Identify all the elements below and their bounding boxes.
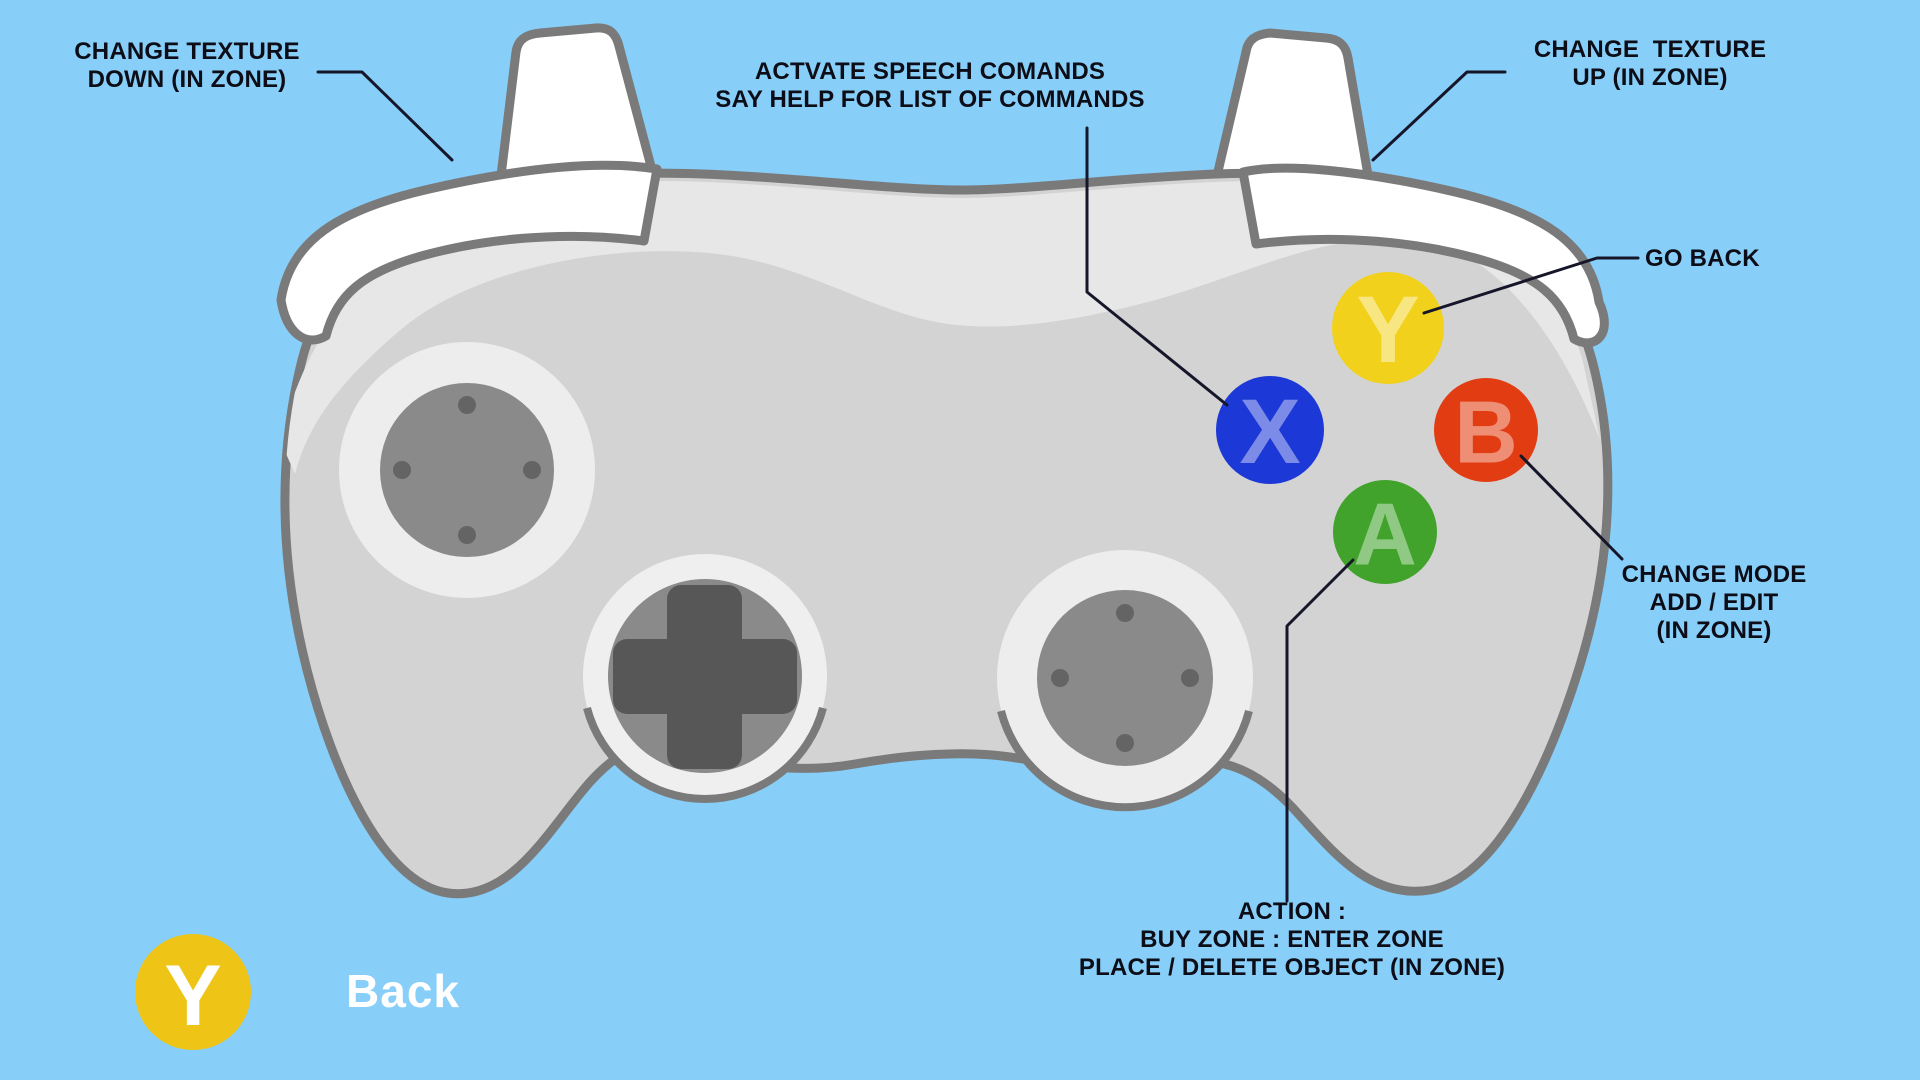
button-b-letter: B [1454, 383, 1518, 482]
dpad[interactable] [583, 554, 827, 803]
line-action [1285, 558, 1355, 903]
label-action: ACTION : BUY ZONE : ENTER ZONE PLACE / D… [1078, 898, 1506, 981]
label-change-mode: CHANGE MODE ADD / EDIT (IN ZONE) [1621, 561, 1807, 644]
right-stick[interactable] [997, 550, 1253, 812]
left-trigger[interactable] [495, 23, 657, 189]
button-x-letter: X [1239, 381, 1300, 483]
left-bumper[interactable] [276, 160, 662, 345]
right-trigger[interactable] [1211, 28, 1373, 185]
label-change-texture-up: CHANGE TEXTURE UP (IN ZONE) [1533, 36, 1767, 91]
back-badge-letter: Y [164, 948, 221, 1044]
line-texture-up [1371, 70, 1507, 162]
button-b[interactable]: B [1434, 378, 1538, 482]
left-stick[interactable] [339, 342, 595, 598]
line-change-mode [1519, 454, 1624, 561]
right-bumper[interactable] [1238, 163, 1609, 348]
line-go-back [1422, 256, 1640, 315]
label-speech-commands: ACTVATE SPEECH COMANDS SAY HELP FOR LIST… [715, 58, 1145, 113]
button-y-letter: Y [1356, 277, 1419, 383]
line-texture-down [316, 70, 454, 162]
line-speech [1085, 126, 1229, 407]
button-a-letter: A [1353, 485, 1417, 584]
label-change-texture-down: CHANGE TEXTURE DOWN (IN ZONE) [74, 38, 300, 93]
back-badge[interactable]: Y [135, 934, 251, 1050]
button-a[interactable]: A [1333, 480, 1437, 584]
body-top-highlight [284, 181, 1600, 474]
back-hint[interactable]: Back [346, 965, 460, 1017]
button-x[interactable]: X [1216, 376, 1324, 484]
label-go-back: GO BACK [1645, 245, 1760, 272]
button-y[interactable]: Y [1332, 272, 1444, 384]
